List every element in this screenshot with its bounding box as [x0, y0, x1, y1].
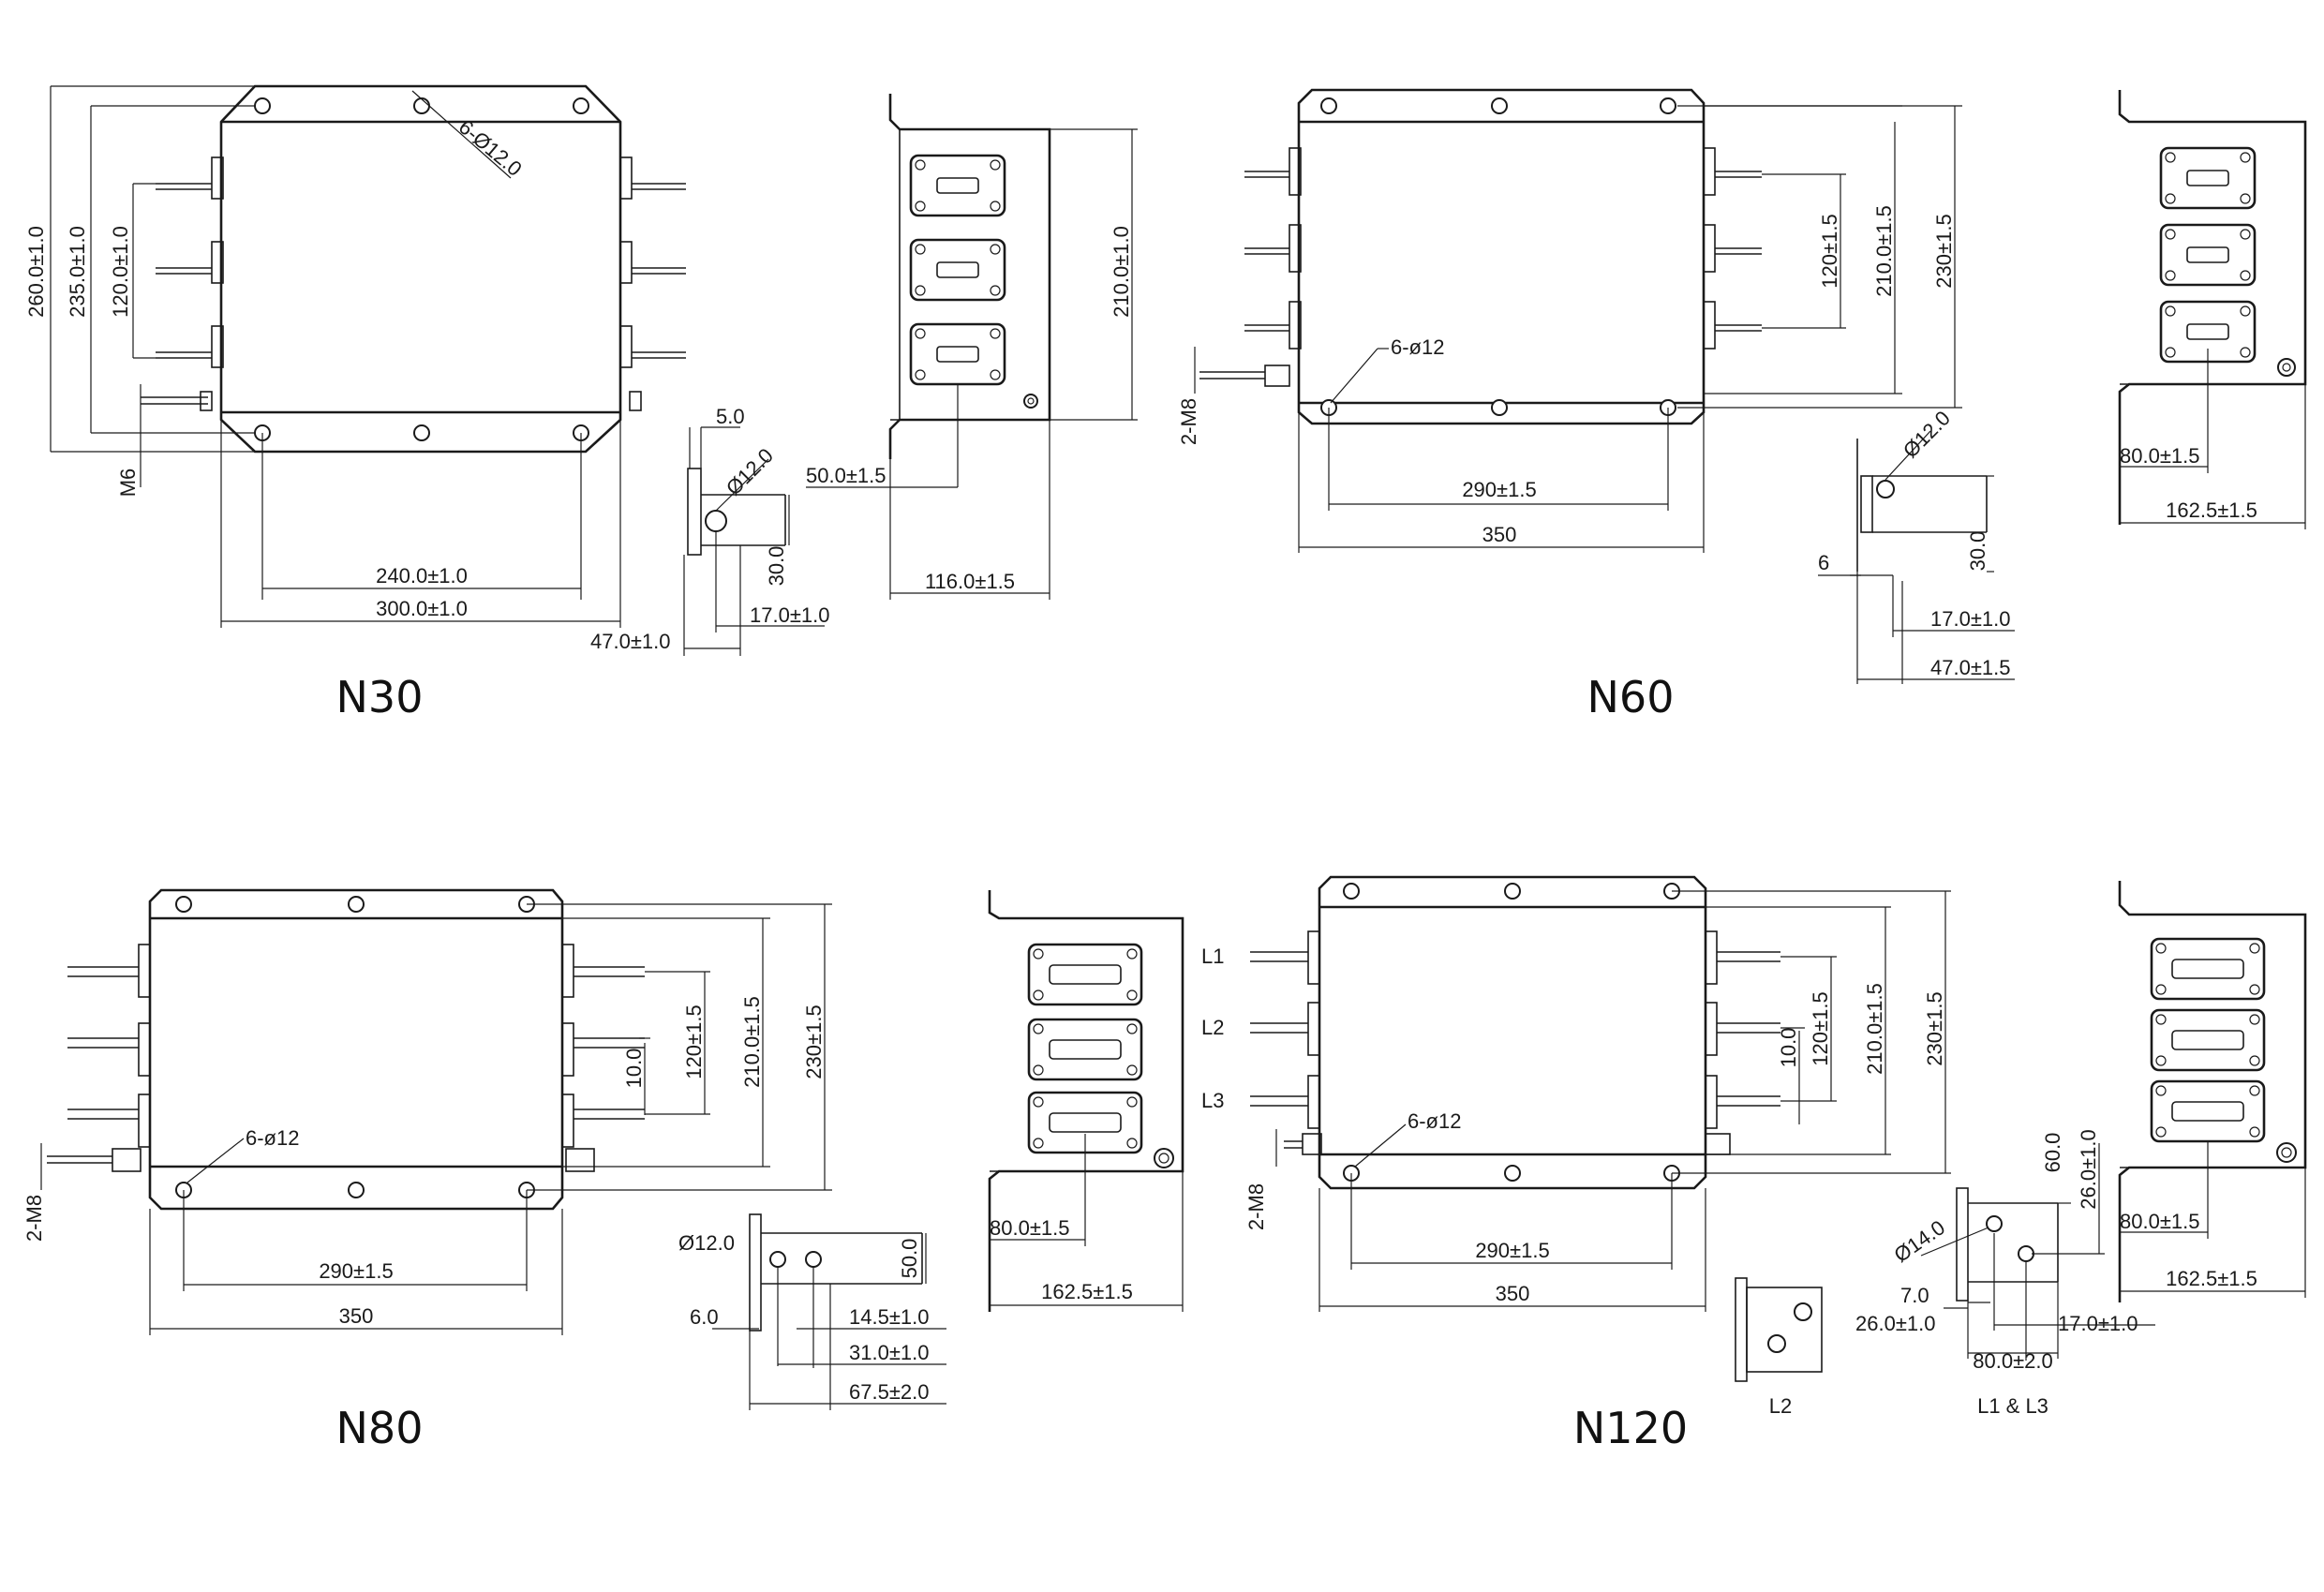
n80-thread-label: 2-M8	[22, 1195, 46, 1242]
n60-thread-label: 2-M8	[1177, 398, 1200, 445]
n30-holes-label: 6-Ø12.0	[454, 115, 527, 181]
n30-left-terminals	[156, 156, 224, 368]
n80-dim-10: 10.0	[622, 1049, 646, 1089]
n120-side-view	[2118, 881, 2307, 1302]
n120-dim-210: 210.0±1.5	[1863, 983, 1886, 1075]
n120-thread-label: 2-M8	[1244, 1183, 1268, 1230]
n30-dim-120: 120.0±1.0	[109, 226, 132, 318]
n60-model-label: N60	[1587, 672, 1675, 722]
n60-side-80: 80.0±1.5	[2120, 444, 2199, 468]
n80-dim-230: 230±1.5	[802, 1004, 826, 1079]
n30-mount-hole	[573, 97, 589, 114]
n80-bracket-675: 67.5±2.0	[849, 1380, 929, 1404]
n30-dim-235: 235.0±1.0	[66, 226, 89, 318]
n80-side-162: 162.5±1.5	[1041, 1280, 1133, 1303]
n30-bracket-t: 5.0	[716, 405, 745, 428]
n120-dim-10: 10.0	[1777, 1028, 1800, 1068]
n120-dim-230: 230±1.5	[1923, 991, 1946, 1065]
n80-bracket-hole: Ø12.0	[678, 1231, 735, 1255]
n60-bracket-47: 47.0±1.5	[1930, 656, 2010, 679]
n120-dim-350: 350	[1496, 1282, 1530, 1305]
n60-side-view	[2118, 90, 2307, 529]
n80-dim-290: 290±1.5	[319, 1259, 393, 1283]
n120-bracket-l13	[1920, 1143, 2155, 1361]
n30-bracket-47: 47.0±1.0	[590, 630, 670, 653]
n60-dim-350: 350	[1482, 523, 1517, 546]
n120-L3-label: L3	[1201, 1089, 1224, 1112]
n80-bracket-145: 14.5±1.0	[849, 1305, 929, 1329]
n60-side-162: 162.5±1.5	[2166, 498, 2257, 522]
n60-dim-120: 120±1.5	[1818, 214, 1841, 288]
n120-bracket-l2	[1735, 1277, 1823, 1382]
n80-dim-120: 120±1.5	[682, 1004, 706, 1079]
n60-front-view	[1194, 88, 1962, 553]
n30-dim-260: 260.0±1.0	[24, 226, 48, 318]
n120-bracket-l2-label: L2	[1769, 1394, 1792, 1418]
n120-bracket-60: 60.0	[2041, 1133, 2064, 1173]
n60-bracket-hole: Ø12.0	[1899, 406, 1955, 462]
n30-side-50: 50.0±1.5	[806, 464, 886, 487]
n30-dim-300: 300.0±1.0	[376, 597, 468, 620]
n80-bracket-h: 50.0	[898, 1239, 921, 1279]
n80-dim-210: 210.0±1.5	[740, 996, 764, 1088]
n30-mount-hole	[254, 97, 271, 114]
n60-dim-290: 290±1.5	[1462, 478, 1536, 501]
n120-bracket-7: 7.0	[1900, 1284, 1929, 1307]
n30-model-label: N30	[336, 672, 424, 722]
n30-bracket-h: 30.0	[765, 546, 788, 587]
n30-flange-outline	[219, 84, 622, 454]
n80-bracket-t: 6.0	[690, 1305, 719, 1329]
n30-thread-label: M6	[116, 469, 140, 498]
n80-side-80: 80.0±1.5	[990, 1216, 1069, 1240]
n120-bracket-hole: Ø14.0	[1890, 1215, 1949, 1267]
n120-bracket-26v: 26.0±1.0	[2077, 1129, 2100, 1209]
n120-dim-290: 290±1.5	[1475, 1239, 1549, 1262]
n120-side-162: 162.5±1.5	[2166, 1267, 2257, 1290]
n30-side-view	[806, 94, 1138, 600]
n30-front-view	[50, 84, 686, 628]
n80-bracket-31: 31.0±1.0	[849, 1341, 929, 1364]
n60-holes-label: 6-ø12	[1391, 335, 1444, 359]
n60-bracket-h: 30.0	[1966, 531, 1989, 572]
n80-side-view	[988, 890, 1184, 1312]
n30-side-210: 210.0±1.0	[1110, 226, 1133, 318]
n30-bracket-hole: Ø12.0	[722, 443, 778, 499]
n80-model-label: N80	[336, 1403, 424, 1453]
n60-bracket-17: 17.0±1.0	[1930, 607, 2010, 631]
n80-holes-label: 6-ø12	[246, 1126, 299, 1150]
n120-L2-label: L2	[1201, 1016, 1224, 1039]
n120-L1-label: L1	[1201, 945, 1224, 968]
n80-dim-350: 350	[339, 1304, 374, 1328]
n60-bracket-t: 6	[1818, 551, 1829, 574]
n120-front-view	[1250, 875, 1951, 1312]
n120-dim-120: 120±1.5	[1809, 991, 1832, 1065]
n30-mount-hole	[413, 424, 430, 441]
n30-bracket-17: 17.0±1.0	[750, 603, 829, 627]
n120-bracket-26h: 26.0±1.0	[1855, 1312, 1935, 1335]
n80-front-view	[40, 888, 832, 1335]
n80-bracket-view	[712, 1213, 946, 1410]
n30-bracket-view	[683, 426, 825, 656]
n60-dim-210: 210.0±1.5	[1872, 205, 1896, 297]
n30-mount-hole	[413, 97, 430, 114]
n120-model-label: N120	[1573, 1403, 1688, 1453]
n120-bracket-l13-label: L1 & L3	[1977, 1394, 2048, 1418]
n120-bracket-80: 80.0±2.0	[1973, 1349, 2052, 1373]
n30-side-116: 116.0±1.5	[925, 570, 1015, 593]
n60-dim-230: 230±1.5	[1932, 214, 1956, 288]
n30-right-terminals	[619, 156, 686, 368]
n60-bracket-view	[1818, 430, 2015, 684]
n120-holes-label: 6-ø12	[1408, 1109, 1461, 1133]
n120-side-80: 80.0±1.5	[2120, 1210, 2199, 1233]
n120-bracket-17: 17.0±1.0	[2058, 1312, 2138, 1335]
n30-dim-240: 240.0±1.0	[376, 564, 468, 588]
